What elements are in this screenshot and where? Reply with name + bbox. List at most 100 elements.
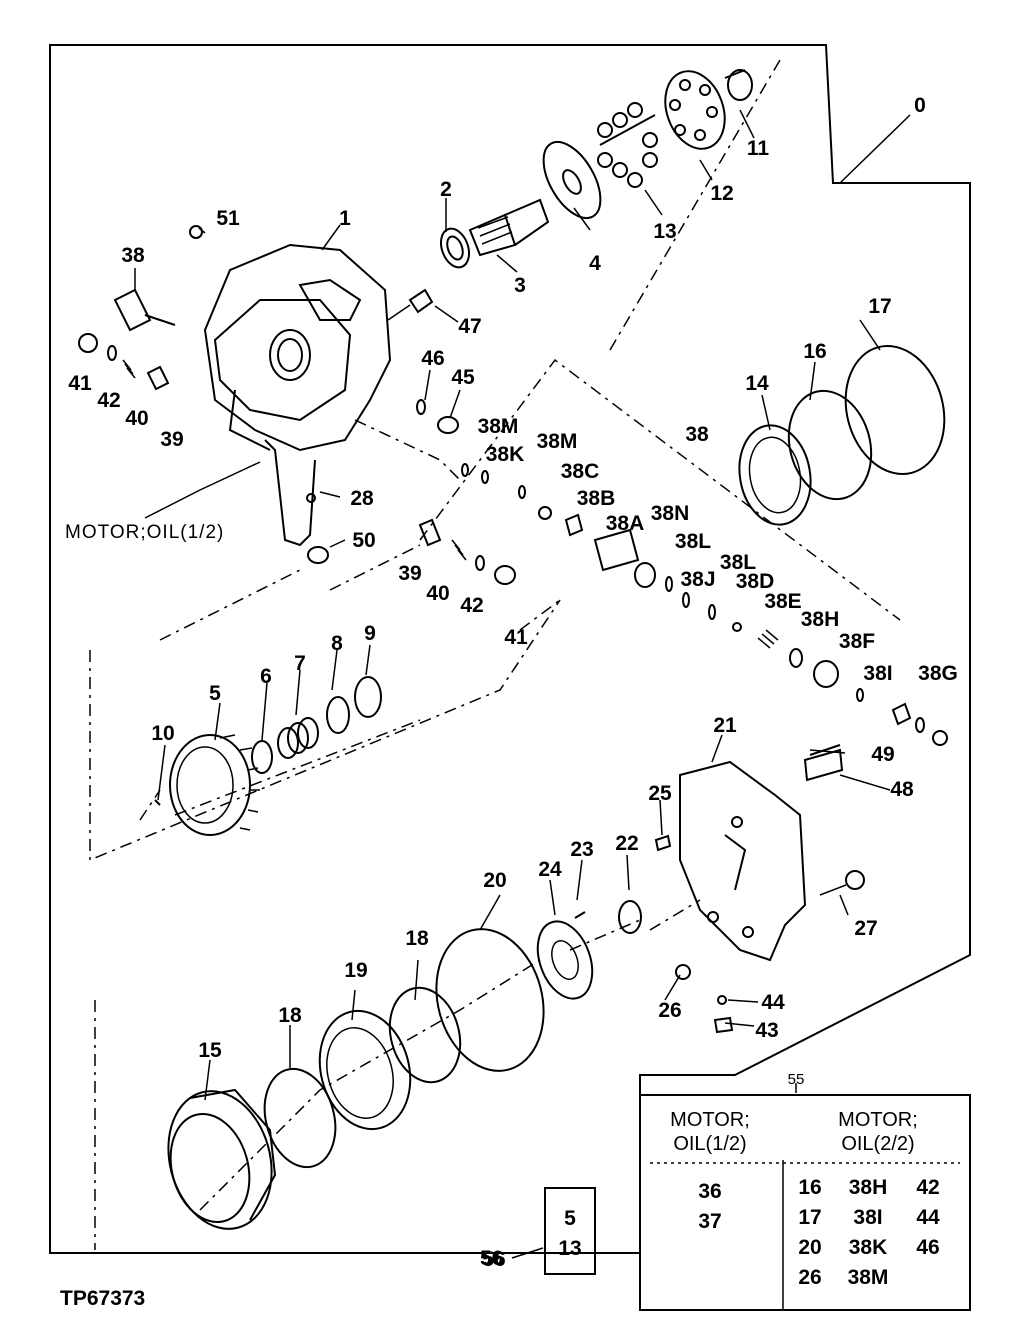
part-label: 45 — [451, 366, 475, 389]
part-label: 38C — [561, 460, 600, 483]
part-label: 38H — [801, 608, 840, 631]
plug-part-28 — [306, 493, 316, 503]
part-label: 38 — [121, 244, 145, 267]
part-label: 56 — [482, 1248, 505, 1271]
part-label: 43 — [755, 1019, 778, 1042]
part-label: 10 — [151, 722, 174, 745]
part-label: 49 — [871, 743, 894, 766]
part-label: 38L — [675, 530, 711, 553]
table-cell: 26 — [798, 1266, 821, 1289]
table-cell: 46 — [916, 1236, 939, 1259]
part-label: 38L — [720, 551, 756, 574]
part-label: 38B — [577, 487, 616, 510]
table-left-item: 36 — [698, 1180, 721, 1203]
part-label: 38K — [486, 443, 525, 466]
table-cell: 17 — [798, 1206, 821, 1229]
part-label: 16 — [803, 340, 826, 363]
kit-label: 56 — [480, 1247, 503, 1270]
spring-part-7 — [277, 717, 319, 759]
part-label: 9 — [364, 622, 376, 645]
plate-hole-part-4 — [562, 169, 582, 195]
ring-part-20 — [435, 928, 545, 1072]
pin-part-23 — [574, 911, 586, 919]
projection-lines — [89, 59, 901, 1250]
kit-item-2: 13 — [558, 1237, 581, 1260]
part-label: 42 — [97, 389, 120, 412]
assembly-label: 0 — [914, 94, 926, 117]
part-label: 6 — [260, 665, 272, 688]
plug-part-45 — [437, 416, 459, 434]
part-label: 23 — [570, 838, 593, 861]
table-left-header-line1: MOTOR; — [670, 1109, 750, 1131]
part-label: 26 — [658, 999, 681, 1022]
table-cell: 16 — [798, 1176, 821, 1199]
part-label: 8 — [331, 632, 343, 655]
part-label: 38N — [651, 502, 690, 525]
part-label: 47 — [458, 315, 481, 338]
pin-part-10 — [154, 799, 161, 806]
part-label: 13 — [653, 220, 676, 243]
table-cell: 42 — [916, 1176, 939, 1199]
part-label: 51 — [216, 207, 240, 230]
ring-part-17 — [844, 344, 946, 476]
ring-part-9 — [354, 676, 382, 718]
part-label: 17 — [868, 295, 891, 318]
ball-guide-part-11 — [724, 69, 753, 101]
part-label: 39 — [160, 428, 183, 451]
part-label: 28 — [350, 487, 374, 510]
part-label: 38J — [680, 568, 715, 591]
diagram-frame — [49, 44, 971, 1254]
part-label: 38A — [606, 512, 645, 535]
part-label: 48 — [890, 778, 914, 801]
kit-item-1: 5 — [564, 1207, 576, 1230]
part-label: 50 — [352, 529, 375, 552]
gear-part-5 — [169, 734, 260, 836]
housing-part-15 — [167, 1088, 277, 1230]
plate-part-19 — [318, 1009, 412, 1131]
table-number: 55 — [788, 1071, 805, 1088]
table-cell: 20 — [798, 1236, 821, 1259]
part-label: 38 — [685, 423, 709, 446]
part-label: 22 — [615, 832, 638, 855]
table-left-header-line2: OIL(1/2) — [673, 1133, 746, 1155]
part-label: 38F — [839, 630, 875, 653]
reference-label: MOTOR;OIL(1/2) — [65, 522, 224, 543]
part-label: 39 — [398, 562, 421, 585]
cap-part-38 — [113, 288, 176, 332]
bolt-part-27 — [819, 870, 865, 896]
part-label: 38M — [478, 415, 519, 438]
table-right-header-line1: MOTOR; — [838, 1109, 918, 1131]
part-label: 25 — [648, 782, 672, 805]
valve-subparts-38 — [461, 463, 948, 746]
cover-part-21 — [679, 760, 807, 962]
part-label: 24 — [538, 858, 562, 881]
table-cell: 38K — [849, 1236, 888, 1259]
table-right-header-line2: OIL(2/2) — [841, 1133, 914, 1155]
part-label: 11 — [747, 137, 770, 160]
part-label: 14 — [745, 372, 769, 395]
part-label: 38G — [918, 662, 958, 685]
ring-part-8 — [326, 696, 350, 734]
ring-part-44 — [717, 995, 727, 1005]
part-label: 27 — [854, 917, 877, 940]
part-label: 15 — [198, 1039, 222, 1062]
shaft-part-3 — [468, 198, 550, 257]
part-label: 41 — [504, 626, 528, 649]
table-cell: 44 — [916, 1206, 940, 1229]
ring-part-6 — [251, 740, 273, 774]
part-label: 38M — [537, 430, 578, 453]
spring-part-40-left — [122, 359, 136, 379]
part-label: 42 — [460, 594, 483, 617]
plug-part-43 — [713, 1016, 734, 1034]
part-label: 41 — [68, 372, 92, 395]
ring-part-26 — [675, 964, 691, 980]
valve-part-39-left — [146, 365, 170, 391]
part-label: 38D — [736, 570, 775, 593]
part-label: 38E — [764, 590, 801, 613]
retainer-plate-part-12 — [664, 70, 726, 150]
part-label: 4 — [589, 252, 601, 275]
ring-part-42-left — [107, 345, 117, 361]
plate-part-49 — [809, 744, 841, 756]
kit-box: 5 13 56 — [480, 1187, 596, 1275]
